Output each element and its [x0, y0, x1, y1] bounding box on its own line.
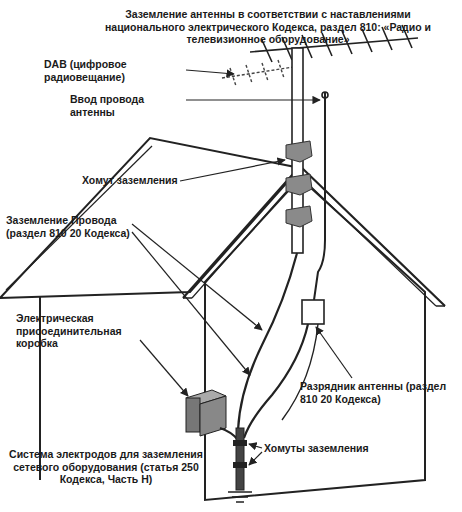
ground-wire: [282, 324, 318, 420]
ground-wire: [238, 253, 297, 430]
gable-roof: [183, 166, 445, 306]
callout-label: Разрядник антенны (раздел 810 20 Кодекса…: [300, 380, 450, 405]
tv-antenna: [250, 25, 418, 243]
roof-edge: [6, 146, 152, 290]
house-wall: [205, 178, 425, 500]
junction-box: [186, 390, 238, 440]
callout-label: Хомуты заземления: [264, 442, 394, 455]
callout-label: Система электродов для заземления сетево…: [8, 448, 204, 486]
leader-line: [132, 70, 352, 465]
lead-in-cable: [314, 92, 325, 300]
callout-label: DAB (цифровое радиовещание): [44, 58, 186, 83]
diagram-title: Заземление антенны в соответствии с наст…: [98, 8, 438, 46]
ground-electrode: [228, 428, 252, 502]
dab-antenna: [222, 60, 300, 86]
gable-roof: [192, 176, 436, 306]
callout-label: Ввод провода антенны: [70, 93, 186, 118]
callout-label: Хомут заземления: [82, 174, 180, 187]
antenna-arrester: [302, 300, 324, 324]
ground-clamp: [286, 141, 312, 227]
callout-label: Электрическая присоединительная коробка: [16, 312, 140, 350]
ground-wire: [244, 324, 308, 438]
callout-label: Заземление Провода (раздел 810 20 Кодекс…: [6, 214, 132, 239]
